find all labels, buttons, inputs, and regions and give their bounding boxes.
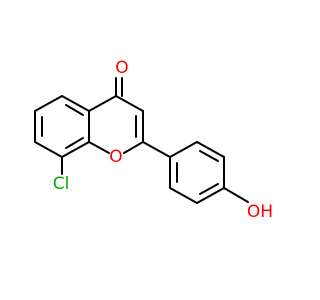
bond [169, 187, 198, 204]
bond [142, 141, 171, 158]
carbonyl-oxygen-label: O [115, 58, 128, 78]
bond [169, 141, 198, 158]
bond [61, 141, 90, 158]
bond [196, 141, 225, 158]
molecule-canvas: O O Cl OH [34, 58, 274, 222]
bond [61, 95, 90, 112]
aromatic-inner-bond [199, 150, 219, 162]
bond [115, 95, 144, 112]
bond [34, 95, 63, 112]
aromatic-inner-bond [199, 183, 219, 195]
benzo-ring [34, 95, 90, 158]
phenol-ring [142, 141, 249, 204]
ring-oxygen-label: O [109, 147, 122, 167]
hydroxyl-label: OH [247, 202, 273, 222]
aromatic-inner-bond [65, 104, 84, 116]
bond [88, 141, 110, 154]
chlorine-label: Cl [53, 174, 70, 194]
bond [196, 187, 225, 204]
bond [88, 95, 117, 112]
bond [34, 141, 63, 158]
hydroxyl-bond [223, 187, 249, 203]
bond [123, 141, 144, 154]
aromatic-inner-bond [65, 137, 84, 149]
molecule-structure: O O Cl OH [34, 58, 273, 222]
pyranone-ring [88, 77, 144, 154]
